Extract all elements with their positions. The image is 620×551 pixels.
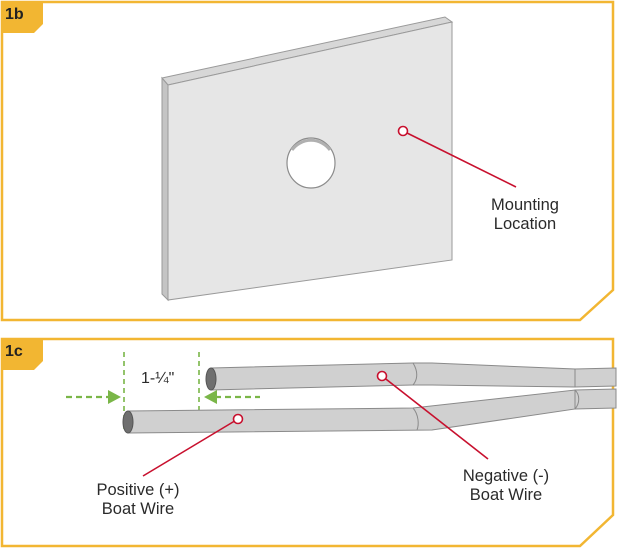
dimension-arrow-left [66,390,121,404]
mounting-hole [286,137,336,189]
positive-wire-leader [142,418,239,477]
negative-wire-leader [381,375,489,460]
mounting-location-marker [397,125,409,137]
mounting-location-label: Mounting Location [475,196,575,234]
panel-1b-illustration [0,0,615,322]
positive-wire-label-line1: Positive (+) [96,481,180,499]
panel-1b-tag: 1b [5,6,24,23]
positive-wire-marker [232,413,244,425]
mounting-location-leader [402,130,517,188]
negative-wire-label: Negative (-) Boat Wire [446,467,566,505]
dimension-arrow-right [204,390,260,404]
negative-wire [205,362,617,391]
mounting-plate [161,16,454,302]
panel-1c-frame [0,337,615,548]
panel-1c: 1c 1-¼" Positive (+) Boat Wire Negative … [0,337,620,551]
panel-1b-frame [0,0,615,322]
panel-1b-tag-tab [1,1,43,33]
negative-wire-marker [376,370,388,382]
negative-wire-label-line1: Negative (-) [462,467,550,485]
panel-1b: 1b Mounting Location [0,0,615,322]
positive-wire-label-line2: Boat Wire [101,500,175,518]
positive-wire-label: Positive (+) Boat Wire [78,481,198,519]
positive-wire [122,388,617,434]
panel-1c-tag-tab [1,338,43,370]
mounting-location-label-line1: Mounting [491,196,559,214]
panel-1c-illustration [0,337,617,548]
mounting-location-label-line2: Location [493,215,557,233]
negative-wire-label-line2: Boat Wire [469,486,543,504]
dimension-label: 1-¼" [141,370,175,387]
panel-1c-tag: 1c [5,343,23,360]
